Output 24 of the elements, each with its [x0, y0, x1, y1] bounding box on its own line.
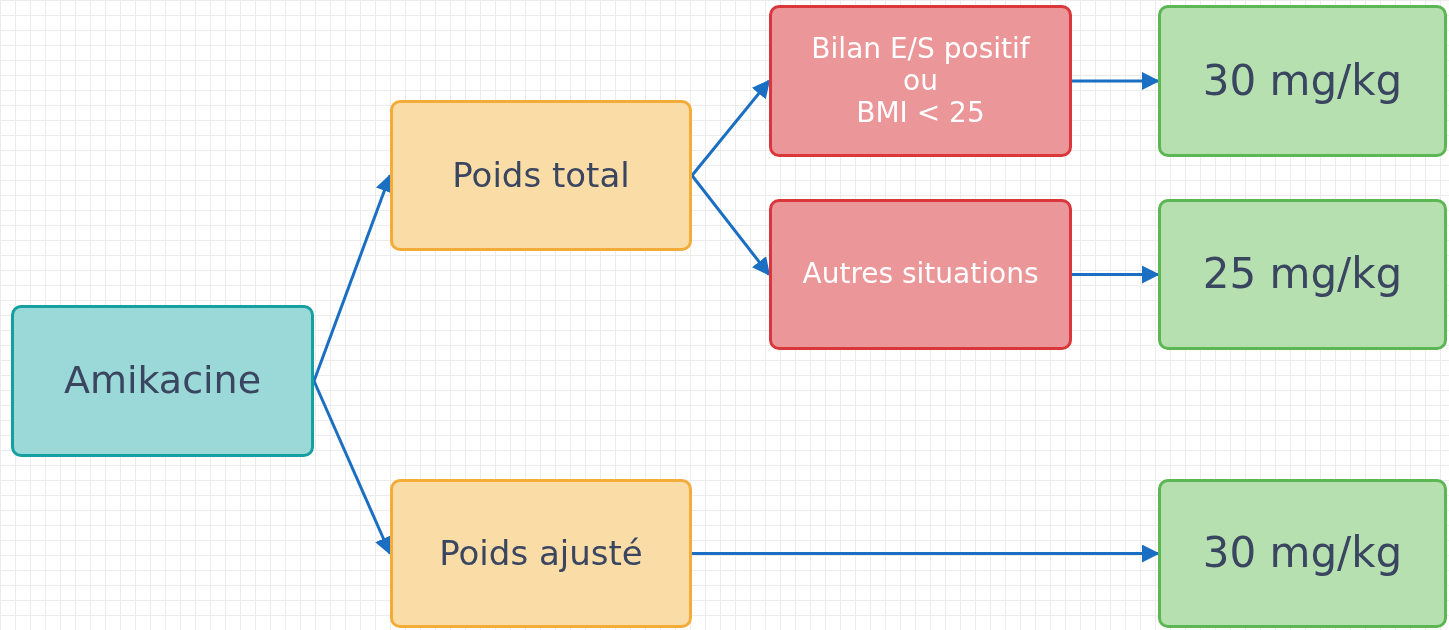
process-box [1158, 5, 1447, 157]
arrow [312, 380, 392, 556]
arrow [1072, 72, 1160, 90]
arrow [1072, 265, 1160, 284]
arrow [690, 174, 771, 276]
box-label: 30 mg/kg [1202, 56, 1403, 106]
process-box [769, 199, 1072, 350]
box-label: Poids total [452, 155, 630, 196]
box-label: 30 mg/kg [1202, 529, 1403, 578]
box-label: Bilan E/S positif [811, 32, 1030, 65]
box-label: ou [903, 64, 938, 98]
process-box [1158, 479, 1447, 628]
box-label: 25 mg/kg [1202, 250, 1403, 299]
process-box [1158, 199, 1447, 350]
box-label: Poids ajusté [439, 533, 643, 574]
process-box [11, 305, 314, 457]
process-box [390, 100, 692, 251]
process-box [769, 5, 1072, 157]
box-label: Autres situations [802, 258, 1039, 291]
box-label: BMI < 25 [856, 97, 985, 130]
arrow [690, 79, 771, 177]
box-label: Amikacine [63, 359, 262, 403]
process-box [390, 479, 692, 628]
arrow [692, 544, 1160, 563]
